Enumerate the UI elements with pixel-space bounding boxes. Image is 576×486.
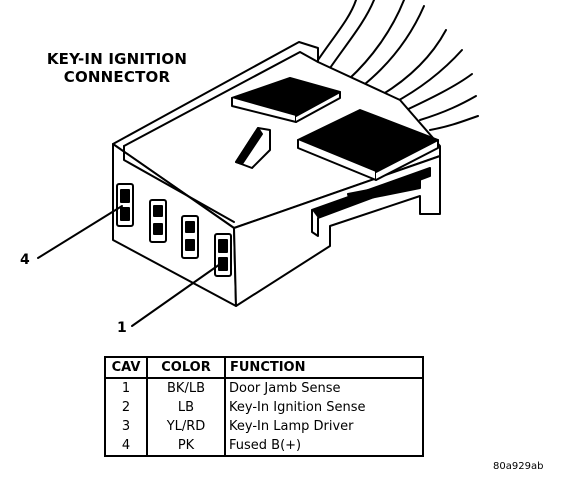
cell-function: Fused B(+) (224, 436, 424, 457)
cell-function: Key-In Lamp Driver (224, 417, 424, 436)
pinout-table: CAV COLOR FUNCTION 1 BK/LB Door Jamb Sen… (104, 356, 424, 457)
leader-line-1 (131, 261, 224, 327)
callout-cavity-1: 1 (117, 320, 127, 336)
cell-color: YL/RD (146, 417, 226, 436)
cavity-4 (116, 183, 134, 227)
header-color: COLOR (146, 356, 226, 379)
cavity-3 (149, 199, 167, 243)
cell-cav: 4 (104, 436, 148, 457)
cell-color: LB (146, 398, 226, 417)
header-function: FUNCTION (224, 356, 424, 379)
header-cav: CAV (104, 356, 148, 379)
table-row: 4 PK Fused B(+) (104, 436, 424, 457)
cell-color: BK/LB (146, 378, 226, 398)
latch-platform-lower (297, 109, 439, 181)
latch-tab (235, 127, 271, 169)
cell-function: Door Jamb Sense (224, 378, 424, 398)
table-header-row: CAV COLOR FUNCTION (104, 356, 424, 379)
table-row: 1 BK/LB Door Jamb Sense (104, 378, 424, 398)
title-line-1: KEY-IN IGNITION (46, 50, 188, 68)
figure-id: 80a929ab (493, 461, 544, 472)
cell-cav: 1 (104, 378, 148, 398)
cavity-2 (181, 215, 199, 259)
leader-line-4 (37, 205, 123, 259)
diagram-title: KEY-IN IGNITION CONNECTOR (22, 50, 212, 86)
cell-function: Key-In Ignition Sense (224, 398, 424, 417)
callout-cavity-4: 4 (20, 252, 30, 268)
wire-bundle (317, 0, 479, 131)
cavity-1 (214, 233, 232, 277)
table-row: 2 LB Key-In Ignition Sense (104, 398, 424, 417)
title-line-2: CONNECTOR (63, 68, 171, 86)
latch-platform-upper (231, 77, 341, 123)
cell-cav: 2 (104, 398, 148, 417)
lock-rail (311, 167, 431, 237)
cell-color: PK (146, 436, 226, 457)
table-row: 3 YL/RD Key-In Lamp Driver (104, 417, 424, 436)
cell-cav: 3 (104, 417, 148, 436)
